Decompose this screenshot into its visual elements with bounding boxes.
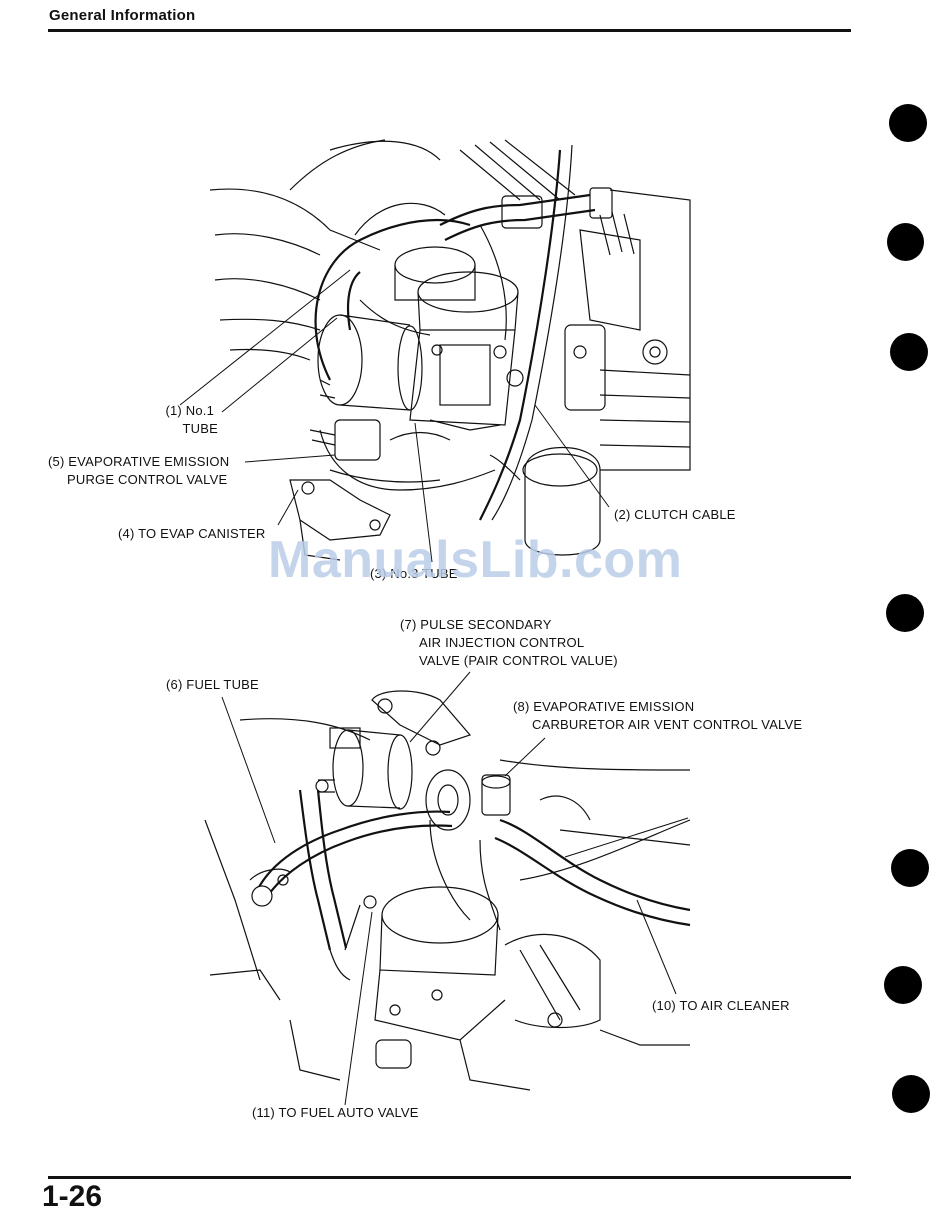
label-evap-purge-line1: (5) EVAPORATIVE EMISSION [48, 454, 230, 469]
label-evap-canister: (4) TO EVAP CANISTER [118, 526, 266, 541]
bottom-figure-drawing [204, 690, 691, 1091]
label-evap-purge-line2: PURGE CONTROL VALVE [67, 472, 228, 487]
label-no1-tube-line2: TUBE [182, 421, 218, 436]
header-title: General Information [49, 7, 196, 24]
watermark: ManualsLib.com [268, 531, 683, 589]
label-air-vent-valve-line1: (8) EVAPORATIVE EMISSION [513, 699, 695, 714]
label-air-vent-valve-line2: CARBURETOR AIR VENT CONTROL VALVE [532, 717, 803, 732]
binder-hole-4 [886, 594, 924, 632]
label-no1-tube-line1: (1) No.1 [165, 403, 214, 418]
footer-rule [48, 1176, 851, 1179]
label-pair-valve-line1: (7) PULSE SECONDARY [400, 617, 552, 632]
label-pair-valve-line3: VALVE (PAIR CONTROL VALUE) [419, 653, 618, 668]
binder-hole-7 [892, 1075, 930, 1113]
binder-hole-3 [890, 333, 928, 371]
label-clutch-cable: (2) CLUTCH CABLE [614, 507, 736, 522]
binder-hole-5 [891, 849, 929, 887]
label-no3-tube: (3) No.3 TUBE [370, 566, 458, 581]
label-fuel-auto-valve: (11) TO FUEL AUTO VALVE [252, 1105, 419, 1120]
label-pair-valve-line2: AIR INJECTION CONTROL [419, 635, 585, 650]
top-figure-drawing [209, 139, 691, 561]
page-number: 1-26 [42, 1180, 103, 1213]
binder-hole-1 [889, 104, 927, 142]
label-air-cleaner: (10) TO AIR CLEANER [652, 998, 790, 1013]
label-fuel-tube: (6) FUEL TUBE [166, 677, 259, 692]
binder-hole-2 [887, 223, 924, 261]
header-rule [48, 29, 851, 32]
binder-hole-6 [884, 966, 922, 1004]
